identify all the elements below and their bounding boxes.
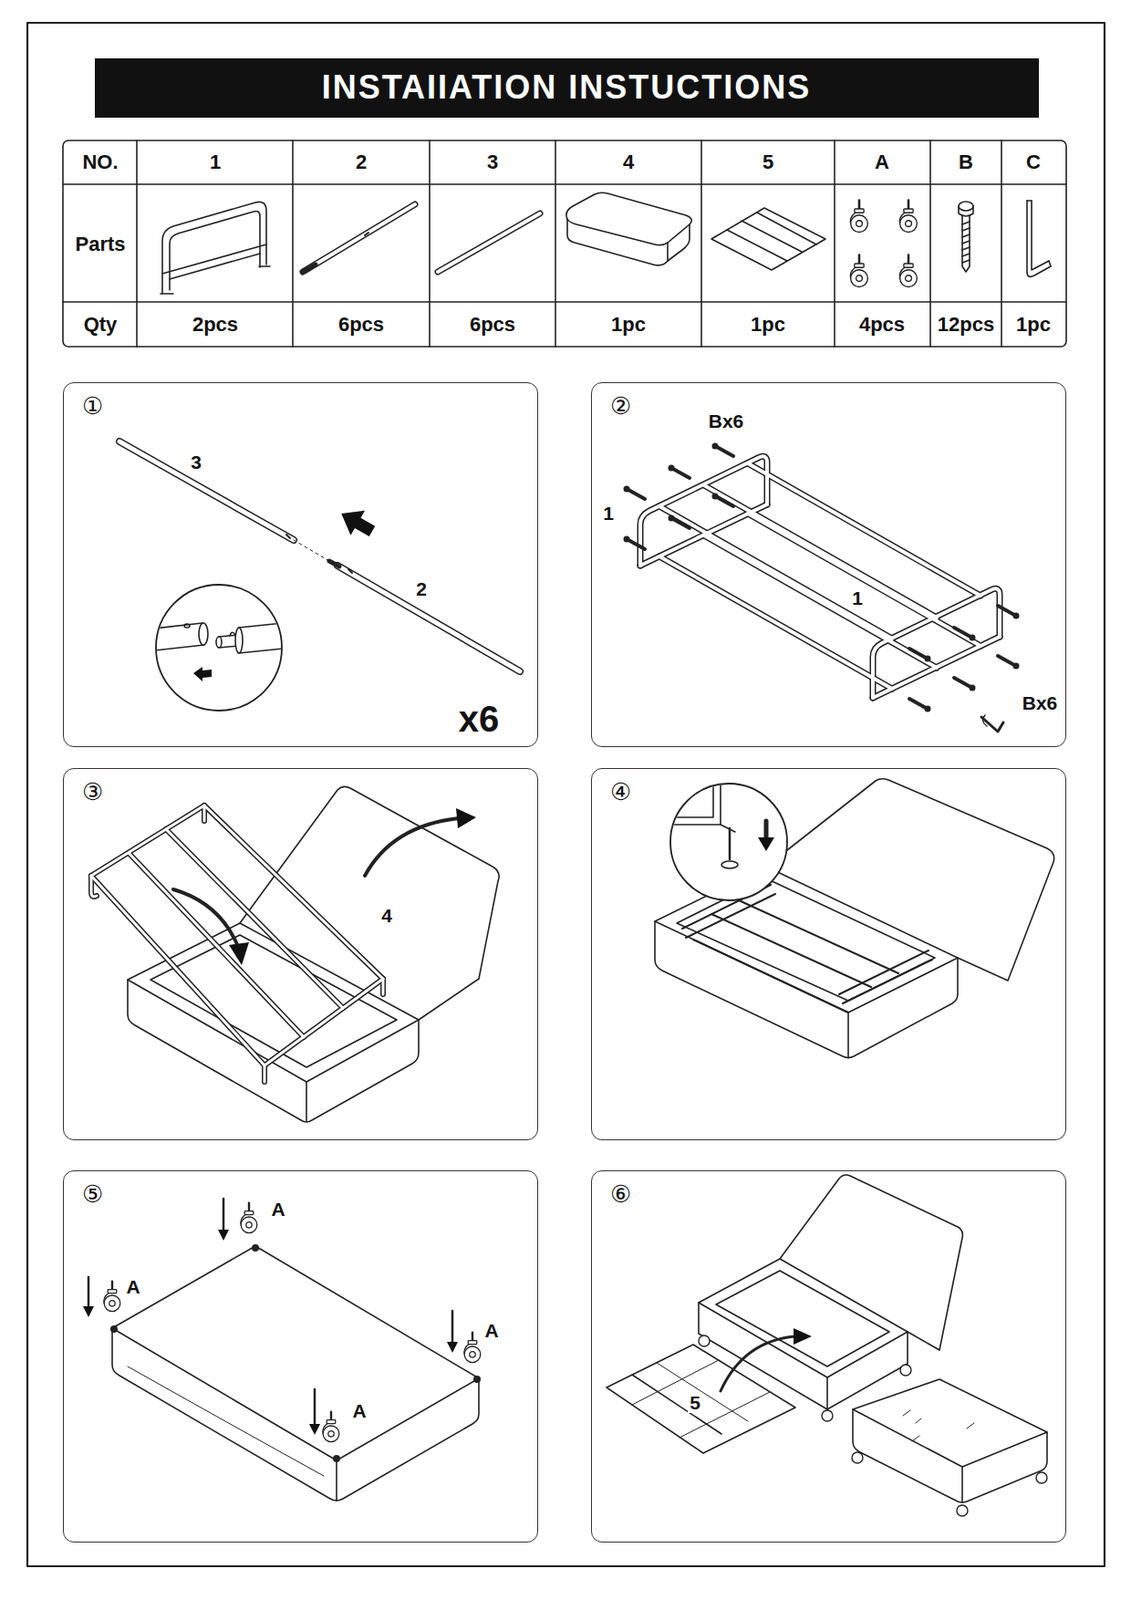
caster-callout: A [482, 1319, 500, 1341]
table-header: Qty [83, 314, 118, 335]
part-callout: 4 [379, 904, 395, 926]
table-header: Parts [74, 234, 125, 255]
part-number: 2 [355, 152, 367, 173]
step-panel: ③ [62, 767, 539, 1141]
caster-callout: A [124, 1276, 142, 1298]
part-letter: A [874, 152, 890, 173]
step-number: ② [610, 394, 632, 418]
quantity: 1pc [750, 314, 786, 335]
count-callout: x6 [458, 700, 500, 737]
table-header: NO. [82, 152, 118, 173]
part-callout: 1 [850, 587, 865, 609]
quantity: 1pc [611, 314, 646, 335]
quantity: 4pcs [859, 314, 905, 335]
step-number: ⑤ [82, 1182, 104, 1206]
step-panel: ⑥ [591, 1170, 1067, 1543]
screw-callout: Bx6 [1020, 692, 1060, 714]
quantity: 2pcs [192, 314, 239, 335]
caster-callout: A [350, 1400, 368, 1422]
screw-callout: Bx6 [706, 410, 747, 432]
part-letter: B [958, 152, 974, 173]
step-number: ⑥ [610, 1182, 632, 1206]
quantity: 6pcs [338, 314, 384, 335]
quantity: 6pcs [469, 314, 516, 335]
step-number: ③ [82, 779, 104, 804]
part-number: 4 [622, 152, 634, 173]
quantity: 1pc [1016, 314, 1051, 335]
part-callout: 1 [601, 502, 616, 524]
part-number: 1 [209, 152, 221, 173]
part-callout: 5 [687, 1391, 703, 1413]
part-callout: 3 [188, 451, 204, 473]
part-number: 3 [487, 152, 499, 173]
step-panel: ② [591, 382, 1067, 748]
step-number: ④ [610, 779, 632, 804]
part-number: 5 [762, 152, 774, 173]
step-panel: ⑤ [62, 1170, 539, 1543]
title-text: INSTAIIATION INSTUCTIONS [321, 71, 812, 104]
caster-callout: A [269, 1198, 287, 1220]
part-letter: C [1026, 152, 1041, 173]
part-callout: 2 [414, 578, 429, 600]
step-panel: ④ [591, 767, 1067, 1141]
quantity: 12pcs [937, 314, 995, 335]
step-number: ① [82, 394, 104, 418]
step-panel: ① [62, 382, 539, 748]
